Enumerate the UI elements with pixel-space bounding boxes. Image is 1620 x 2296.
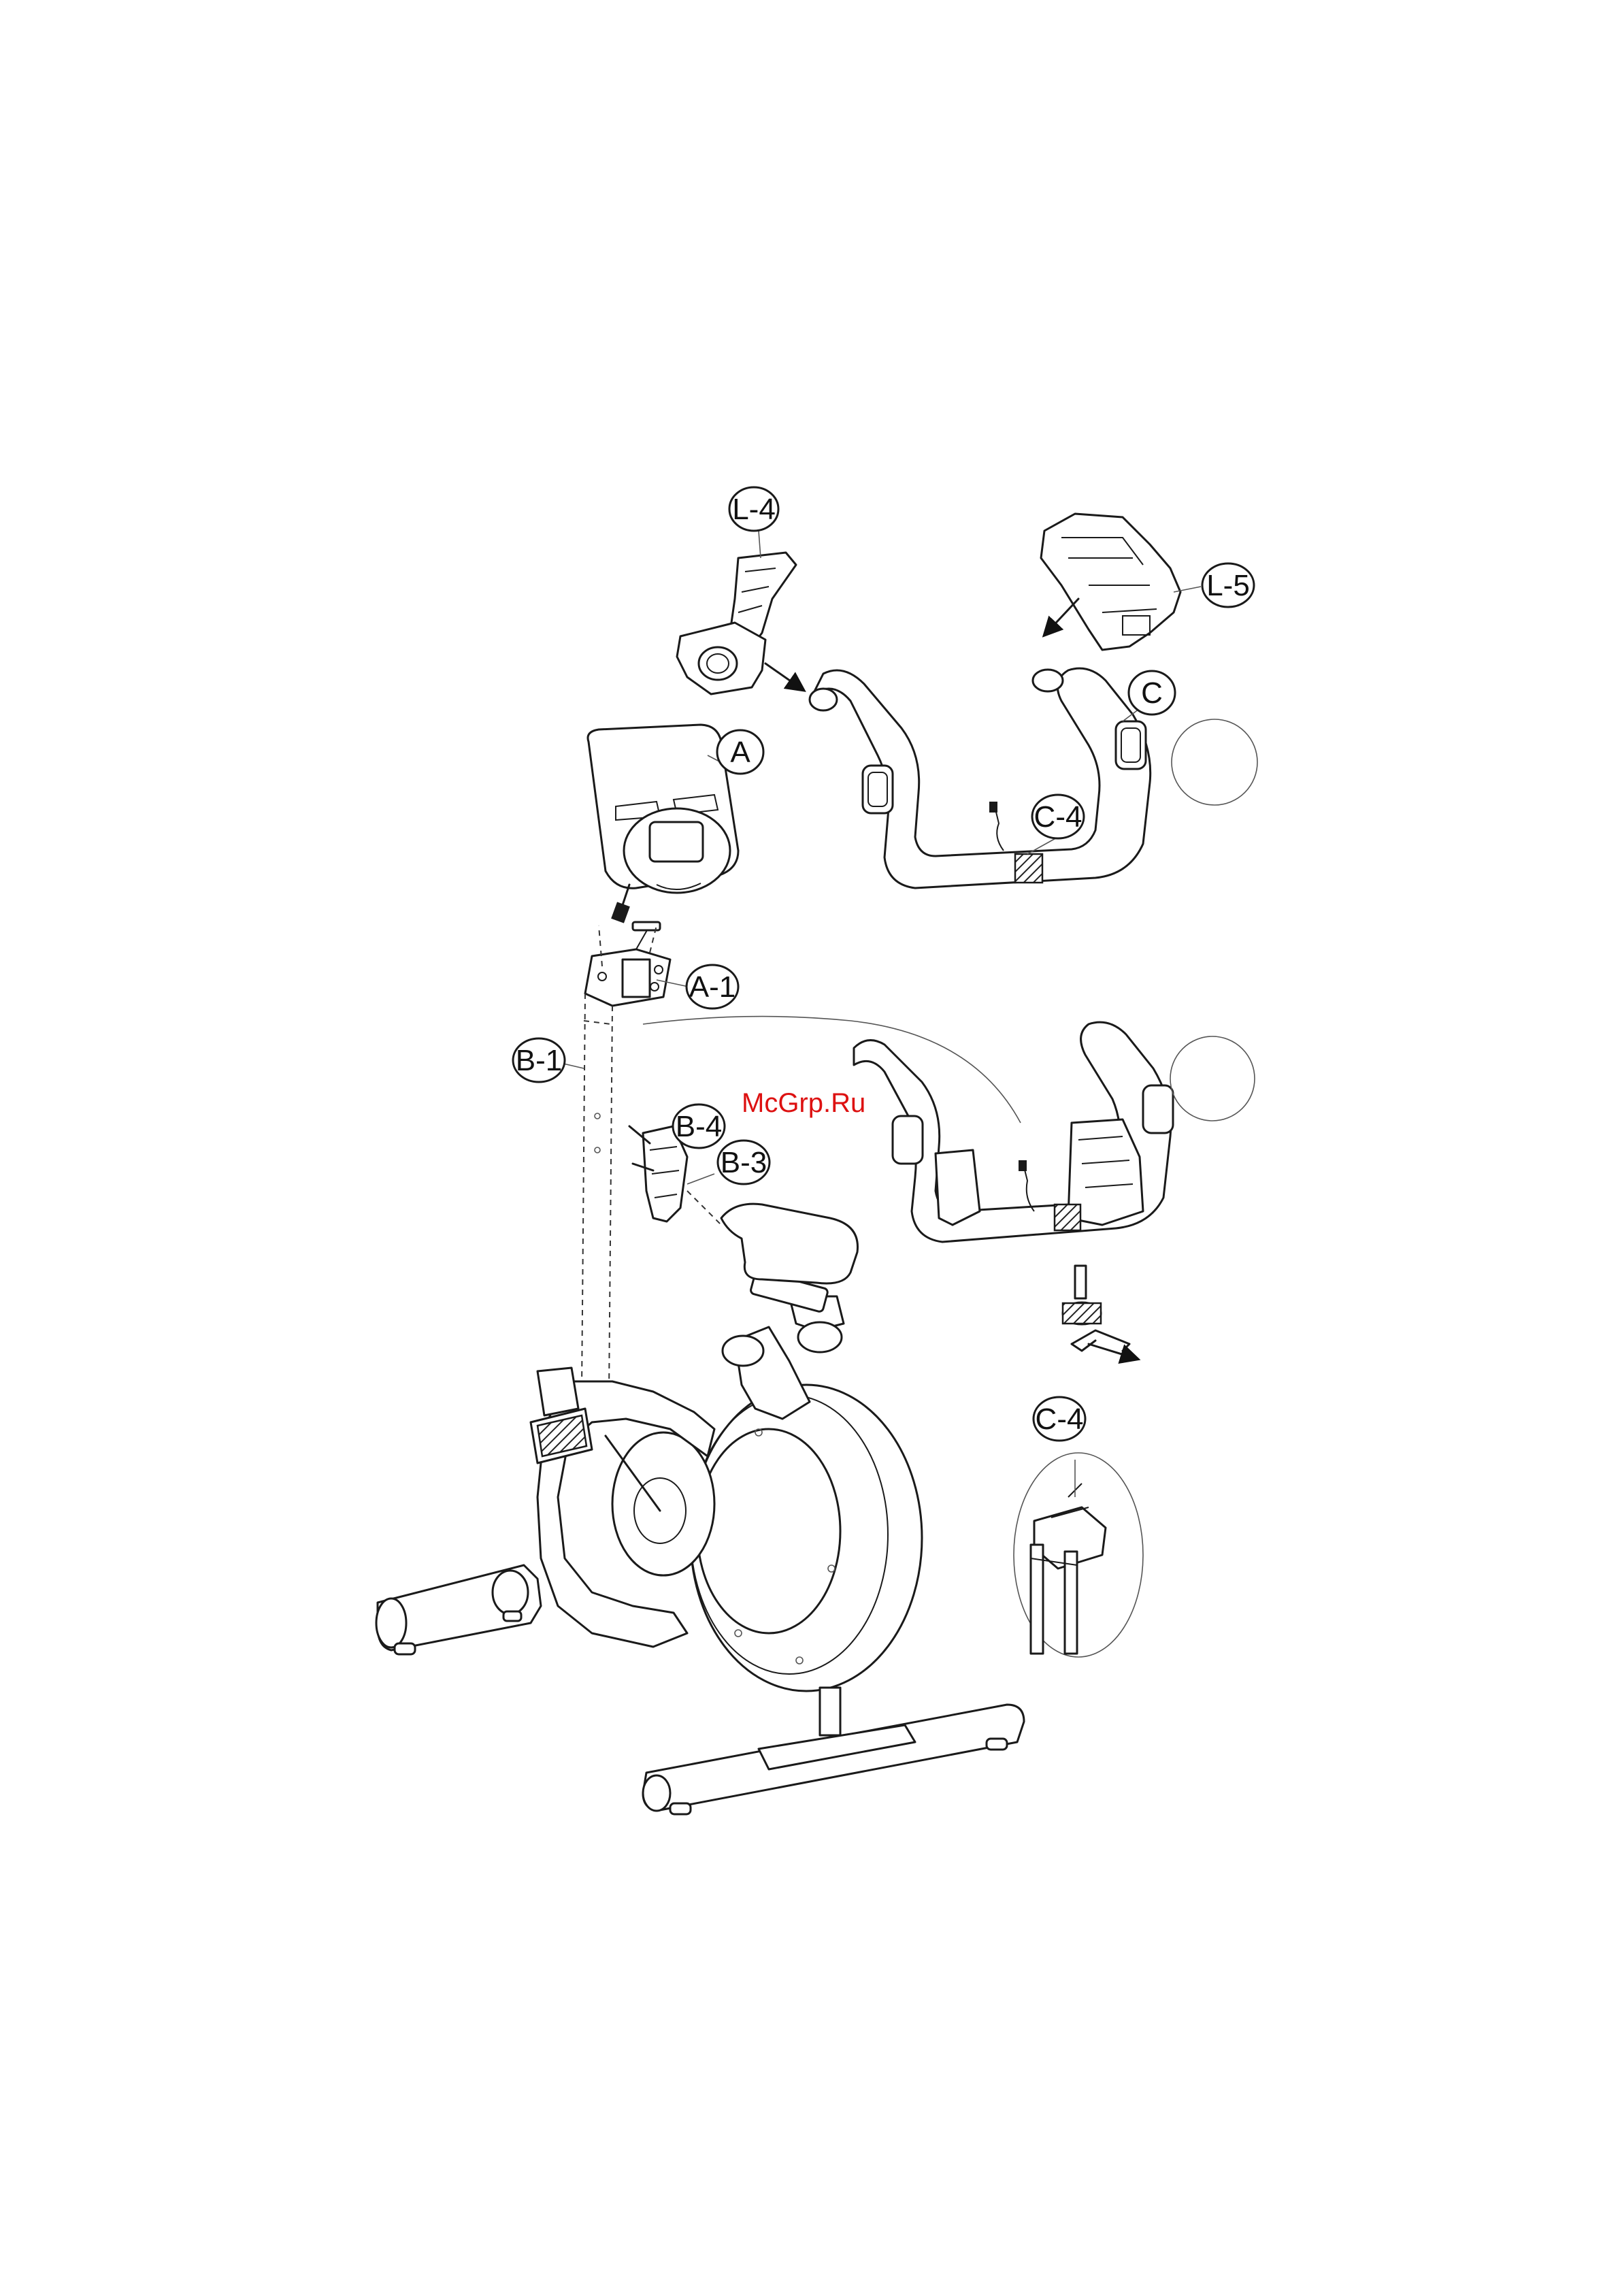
callout-b1: B-1 bbox=[513, 1038, 565, 1082]
bike-frame bbox=[376, 1204, 1024, 1814]
callout-a-label: A bbox=[730, 736, 750, 769]
c4-detail-marker-top bbox=[1172, 719, 1257, 805]
callout-l4: L-4 bbox=[729, 487, 778, 531]
handlebar-part bbox=[810, 668, 1151, 888]
callout-c-label: C bbox=[1141, 676, 1163, 710]
callout-b4: B-4 bbox=[673, 1104, 725, 1148]
callout-l5-label: L-5 bbox=[1206, 569, 1250, 602]
callout-c: C bbox=[1129, 671, 1175, 715]
l4-insert-arrow bbox=[765, 663, 799, 687]
callout-a1-label: A-1 bbox=[689, 970, 735, 1004]
callout-a: A bbox=[717, 730, 763, 774]
assembled-handlebar-view bbox=[854, 1022, 1173, 1358]
upright-post bbox=[582, 994, 612, 1395]
callout-c4-detail: C-4 bbox=[1034, 1397, 1085, 1441]
bottle-holder-guide bbox=[687, 1191, 721, 1225]
l5-cover-part bbox=[1041, 514, 1180, 650]
callout-c4-top-label: C-4 bbox=[1034, 800, 1082, 834]
callout-b3: B-3 bbox=[718, 1141, 770, 1184]
callout-leaders bbox=[555, 531, 1201, 1497]
c4-detail-marker-bottom bbox=[1170, 1036, 1255, 1121]
c4-detail-inset bbox=[1014, 1453, 1143, 1657]
callout-b1-label: B-1 bbox=[516, 1044, 562, 1077]
l5-insert-arrow bbox=[1048, 599, 1078, 632]
callout-b3-label: B-3 bbox=[721, 1146, 767, 1179]
callout-l4-label: L-4 bbox=[732, 493, 776, 526]
console-part bbox=[588, 725, 738, 923]
callout-a1: A-1 bbox=[687, 965, 738, 1008]
callout-b4-label: B-4 bbox=[676, 1110, 722, 1143]
console-mount-bracket bbox=[585, 922, 670, 1006]
watermark-text: McGrp.Ru bbox=[742, 1088, 865, 1118]
callout-c4-top: C-4 bbox=[1032, 795, 1084, 838]
callout-c4-detail-label: C-4 bbox=[1036, 1403, 1084, 1436]
callout-l5: L-5 bbox=[1202, 563, 1254, 607]
